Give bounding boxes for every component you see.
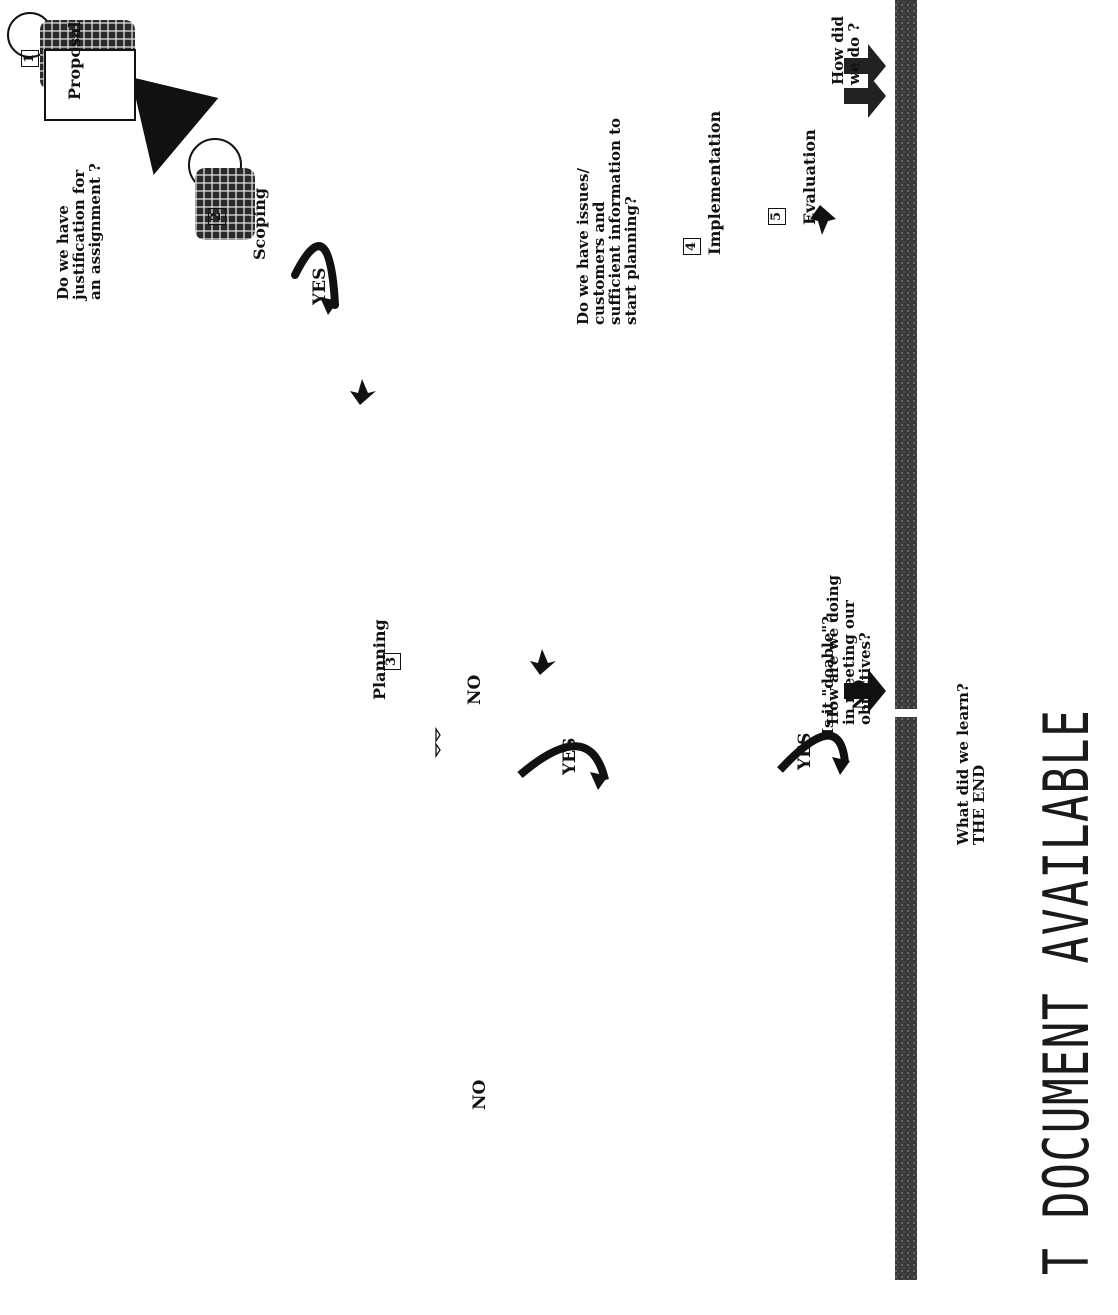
stage-1-label: 1	[18, 50, 42, 67]
question-1: Do we have justification for an assignme…	[54, 163, 104, 300]
stage-5-label: 5	[765, 208, 789, 225]
planning-label: Planning	[370, 619, 389, 700]
stage-1-number: 1	[21, 50, 39, 67]
yes-arc-1	[291, 242, 339, 309]
timeline-bar	[895, 0, 917, 1280]
yes-arc-2-head	[590, 772, 608, 790]
stage-4-label: 4	[680, 238, 704, 255]
implementation-label: Implementation	[705, 110, 724, 255]
block-arrow-final	[844, 669, 886, 713]
block-arrow-end-2	[844, 44, 886, 88]
figure-proposal	[7, 12, 136, 121]
stage-2-number: 2	[208, 208, 226, 225]
no-label-3: NO	[850, 679, 870, 710]
yes-label-1: YES	[310, 267, 330, 305]
yes-arc-3	[777, 731, 849, 773]
yes-label-2: YES	[560, 737, 580, 775]
arrow-to-q3	[530, 649, 556, 675]
final-question: What did we learn? THE END	[954, 683, 988, 845]
yes-arc-2	[517, 742, 609, 781]
question-2: Do we have issues/ customers and suffici…	[574, 117, 640, 325]
arrow-to-q1	[150, 121, 176, 147]
stage-2-label: 2	[205, 208, 229, 225]
no-label-1: NO	[470, 1079, 490, 1110]
no-path-1	[435, 726, 441, 759]
block-arrow-end-1	[844, 74, 886, 118]
stage-4-number: 4	[683, 238, 701, 255]
yes-label-3: YES	[795, 732, 815, 770]
evaluation-label: Evaluation	[800, 129, 819, 225]
yes-arc-3-head	[832, 757, 850, 775]
timeline-bar-notch	[895, 709, 917, 717]
arrow-to-q2	[350, 379, 376, 405]
question-5: How did we do ?	[829, 16, 863, 85]
figure-q1	[188, 138, 255, 240]
arrow-to-eval	[810, 205, 836, 235]
availability-stamp: T DOCUMENT AVAILABLE	[1030, 708, 1103, 1275]
scoping-label: Scoping	[250, 187, 269, 260]
yes-arc-1-head	[320, 297, 338, 315]
stage-5-number: 5	[768, 208, 786, 225]
no-label-2: NO	[465, 674, 485, 705]
